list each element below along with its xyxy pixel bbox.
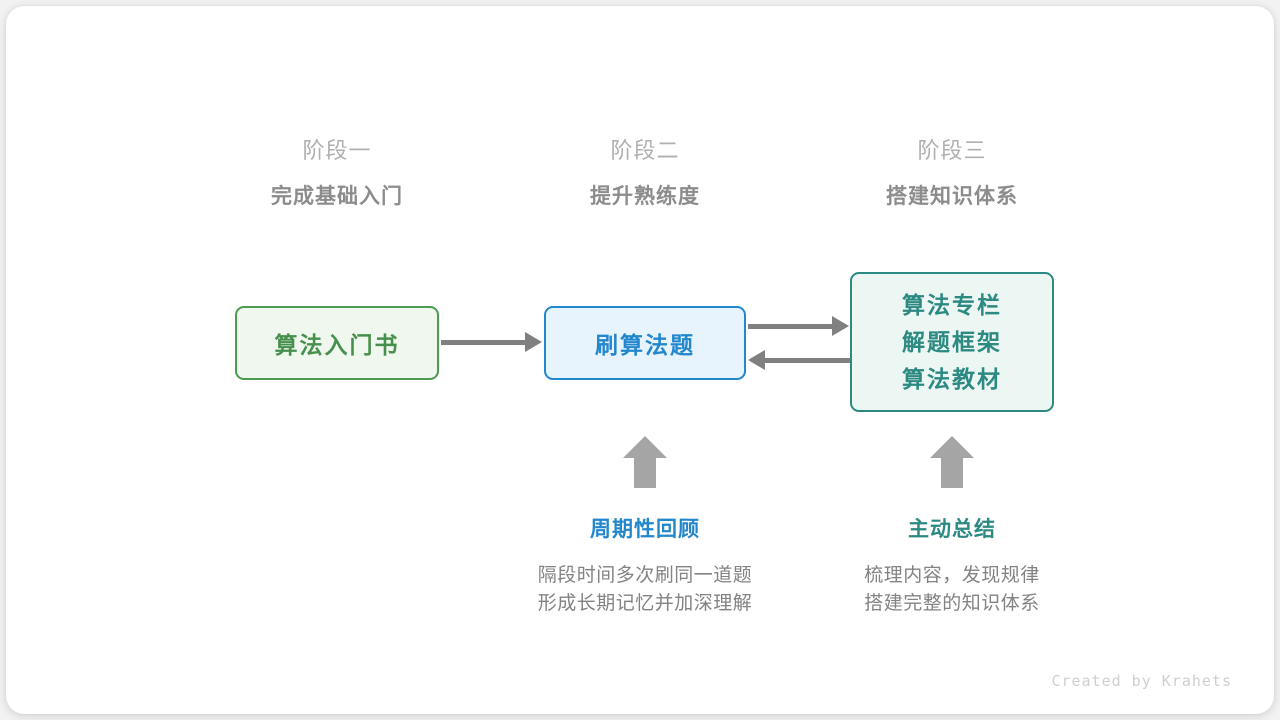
stage-title-2: 提升熟练度 [590,185,700,208]
arrow-blue-to-teal-head-icon [832,316,849,336]
up-arrow-review-icon [623,436,667,488]
node-practice-problems[interactable]: 刷算法题 [544,306,746,380]
note-title-active-summary: 主动总结 [908,518,996,541]
node-green-label: 算法入门书 [274,332,400,358]
stage-header-3: 阶段三 搭建知识体系 [822,136,1082,212]
note-title-periodic-review: 周期性回顾 [590,518,700,541]
node-algorithm-intro-book[interactable]: 算法入门书 [235,306,439,380]
note-body-periodic-review: 隔段时间多次刷同一道题 形成长期记忆并加深理解 [495,562,795,618]
up-arrow-summary-icon [930,436,974,488]
node-knowledge-resources[interactable]: 算法专栏 解题框架 算法教材 [850,272,1054,412]
note-active-summary: 主动总结 梳理内容，发现规律 搭建完整的知识体系 [802,516,1102,618]
node-teal-label-2: 解题框架 [902,328,1002,355]
arrow-blue-to-teal-shaft [748,324,833,329]
note-body-line-2: 形成长期记忆并加深理解 [537,593,753,614]
stage-title-1: 完成基础入门 [271,185,403,208]
note-body-active-summary: 梳理内容，发现规律 搭建完整的知识体系 [802,562,1102,618]
stage-number-3: 阶段三 [917,138,987,163]
stage-title-3: 搭建知识体系 [886,185,1018,208]
stage-number-2: 阶段二 [610,138,680,163]
arrow-teal-to-blue-head-icon [748,350,765,370]
stage-header-1: 阶段一 完成基础入门 [207,136,467,212]
node-teal-label-3: 算法教材 [902,365,1002,392]
arrow-teal-to-blue-shaft [765,358,850,363]
credit-text: Created by Krahets [1051,672,1232,690]
stage-number-1: 阶段一 [302,138,372,163]
note-periodic-review: 周期性回顾 隔段时间多次刷同一道题 形成长期记忆并加深理解 [495,516,795,618]
note-body-line-2: 搭建完整的知识体系 [864,593,1040,614]
node-teal-label-1: 算法专栏 [902,291,1002,318]
stage-header-2: 阶段二 提升熟练度 [515,136,775,212]
note-body-line-1: 隔段时间多次刷同一道题 [537,565,753,586]
arrow-green-to-blue-shaft [441,340,526,345]
diagram-card: 阶段一 完成基础入门 阶段二 提升熟练度 阶段三 搭建知识体系 算法入门书 刷算… [6,6,1274,714]
note-body-line-1: 梳理内容，发现规律 [864,565,1040,586]
arrow-green-to-blue-head-icon [525,332,542,352]
node-blue-label: 刷算法题 [595,332,695,358]
